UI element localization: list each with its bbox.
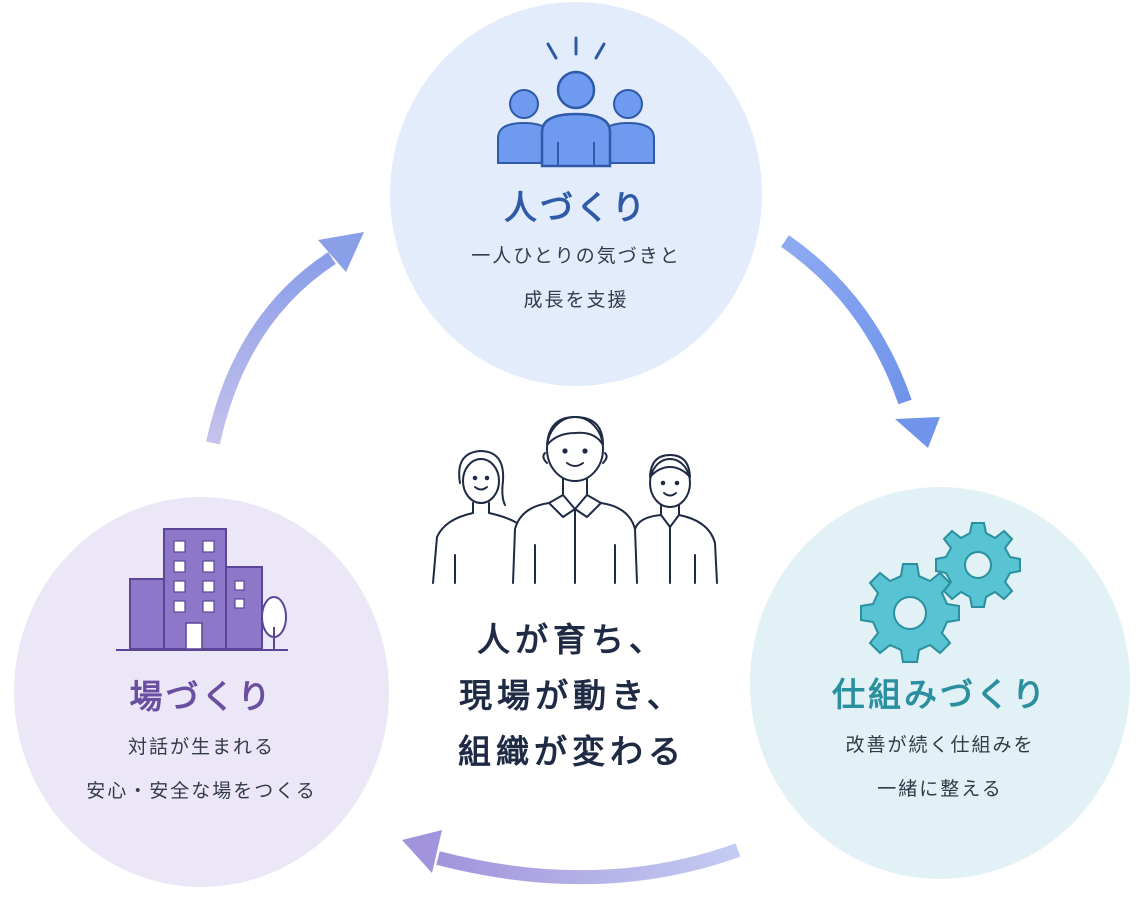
center-line: 組織が変わる [458,732,686,771]
gears-icon [850,515,1030,665]
desc-line: 成長を支援 [523,288,629,311]
circle-hito-zukuri: 人づくり 一人ひとりの気づきと 成長を支援 [390,2,762,386]
desc-hito-zukuri: 一人ひとりの気づきと 成長を支援 [471,234,680,322]
desc-line: 安心・安全な場をつくる [86,779,317,802]
arrow-left-to-top [206,232,364,445]
building-icon [112,519,292,659]
desc-ba-zukuri: 対話が生まれる 安心・安全な場をつくる [86,725,317,813]
desc-line: 改善が続く仕組みを [845,733,1035,756]
desc-shikumi-zukuri: 改善が続く仕組みを 一緒に整える [845,723,1034,811]
title-shikumi-zukuri: 仕組みづくり [832,675,1048,714]
desc-line: 対話が生まれる [127,735,275,758]
desc-line: 一緒に整える [877,777,1003,800]
three-people-icon [425,405,725,590]
center-line: 人が育ち、 [477,620,667,659]
title-ba-zukuri: 場づくり [129,677,274,716]
center-line: 現場が動き、 [459,676,685,715]
title-hito-zukuri: 人づくり [504,188,648,227]
circle-ba-zukuri: 場づくり 対話が生まれる 安心・安全な場をつくる [14,497,389,887]
arrow-top-to-right [781,235,940,448]
center-message: 人が育ち、 現場が動き、 組織が変わる [402,612,742,780]
desc-line: 一人ひとりの気づきと [471,244,681,267]
circle-shikumi-zukuri: 仕組みづくり 改善が続く仕組みを 一緒に整える [750,487,1130,879]
people-group-icon [486,30,666,170]
arrow-right-to-left [402,830,741,885]
